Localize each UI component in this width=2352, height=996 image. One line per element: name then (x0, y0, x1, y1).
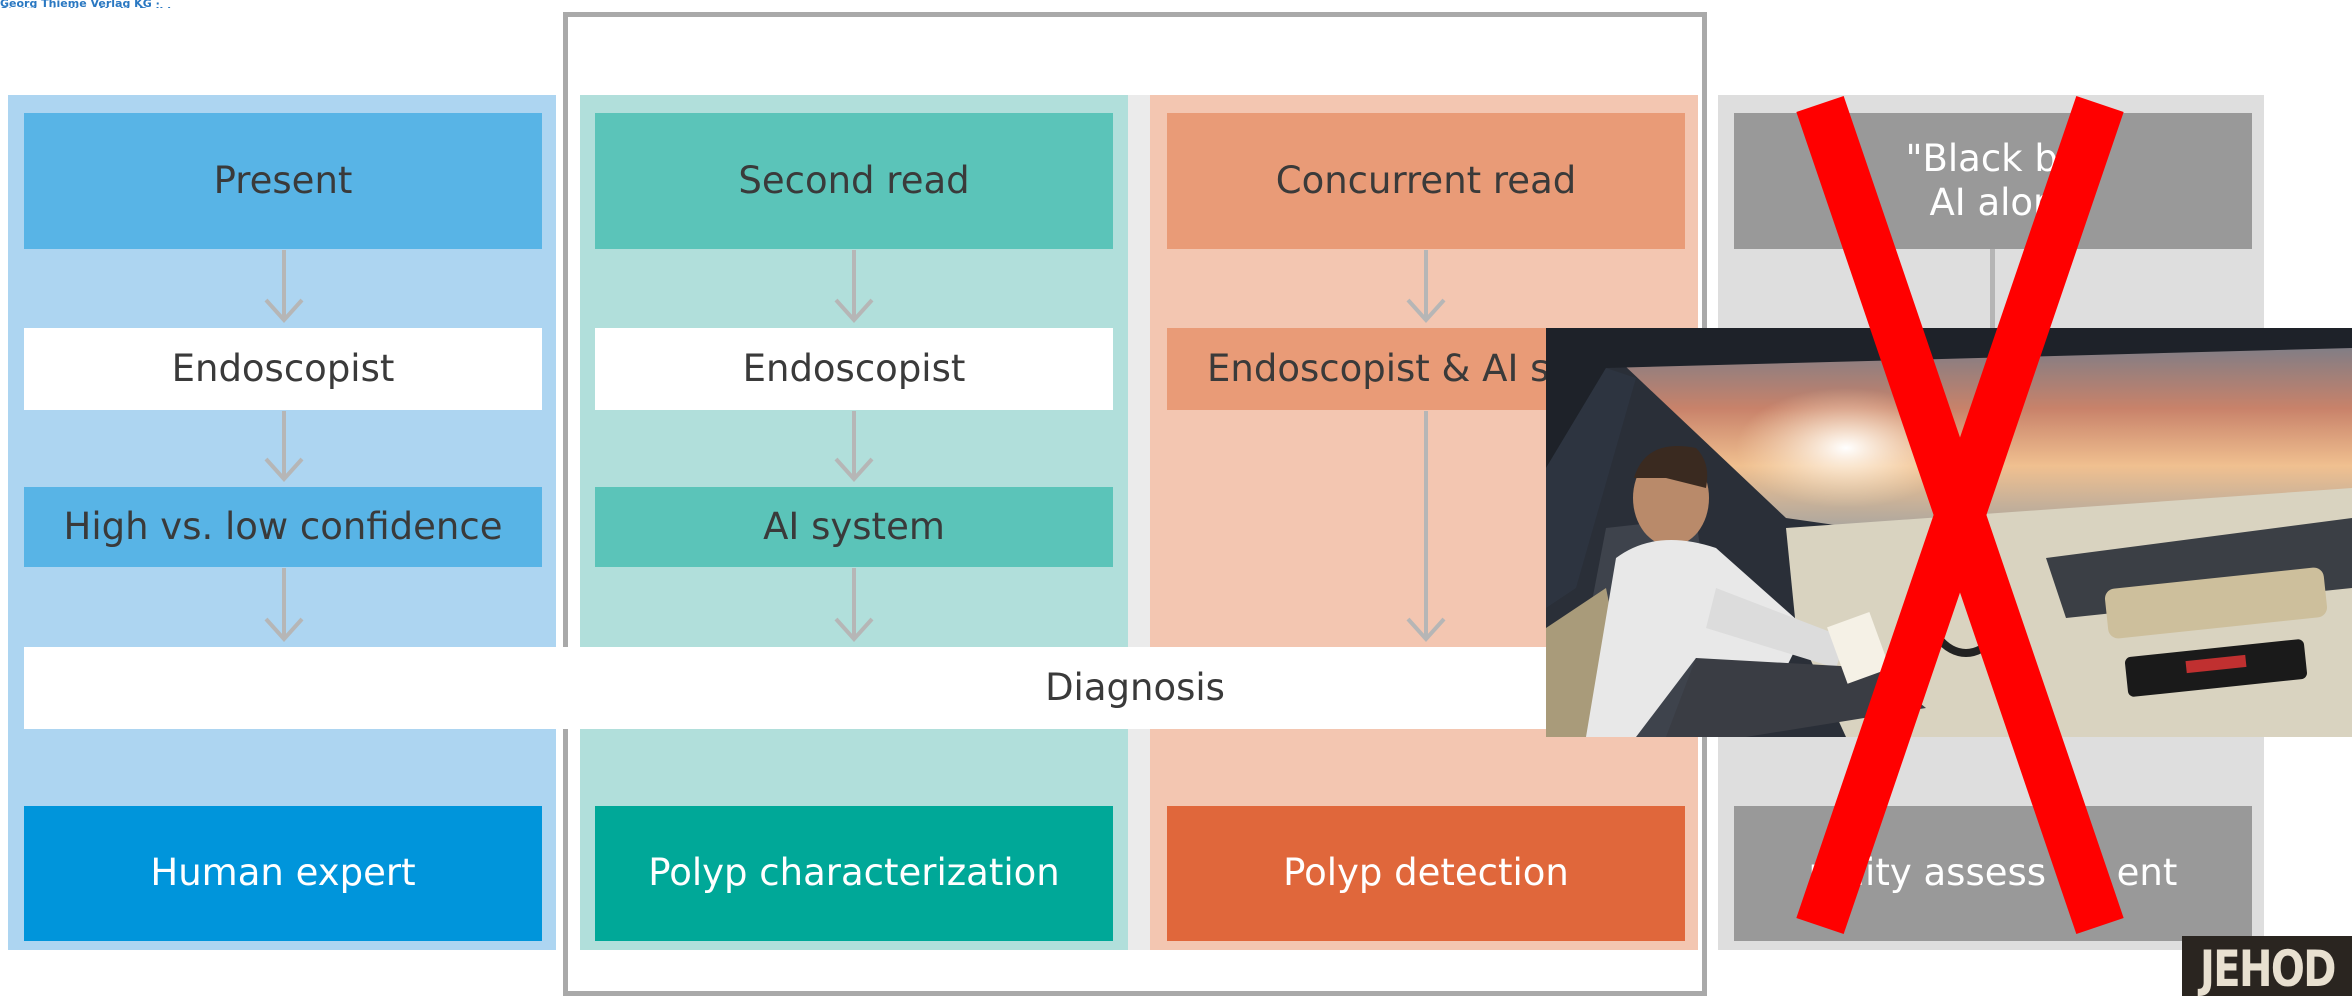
concurrent-read-header: Concurrent read (1167, 113, 1685, 249)
black-box-header: "Black bo AI alon (1734, 113, 2252, 249)
black-box-footer: uality assess ent (1734, 806, 2252, 941)
present-step-confidence: High vs. low confidence (24, 487, 542, 567)
present-step-endoscopist: Endoscopist (24, 328, 542, 410)
car-interior-illustration (1546, 328, 2352, 737)
autonomous-car-photo (1546, 328, 2352, 737)
present-footer: Human expert (24, 806, 542, 941)
publisher-credit: Georg Thieme Verlag KG · Stuttgart · New… (0, 0, 179, 8)
black-box-header-line1: "Black bo (1905, 136, 2081, 180)
present-header: Present (24, 113, 542, 249)
black-box-connector (1990, 249, 1995, 329)
diagnosis-bar (24, 647, 1684, 729)
diagnosis-label: Diagnosis (1045, 665, 1225, 709)
concurrent-read-footer: Polyp detection (1167, 806, 1685, 941)
column-separator (1128, 95, 1150, 950)
second-read-footer: Polyp characterization (595, 806, 1113, 941)
second-read-step-endoscopist: Endoscopist (595, 328, 1113, 410)
black-box-header-line2: AI alon (1929, 181, 2057, 224)
second-read-step-ai-system: AI system (595, 487, 1113, 567)
corner-badge: JEHOD (2182, 936, 2352, 996)
corner-badge-text: JEHOD (2200, 940, 2336, 996)
second-read-header: Second read (595, 113, 1113, 249)
